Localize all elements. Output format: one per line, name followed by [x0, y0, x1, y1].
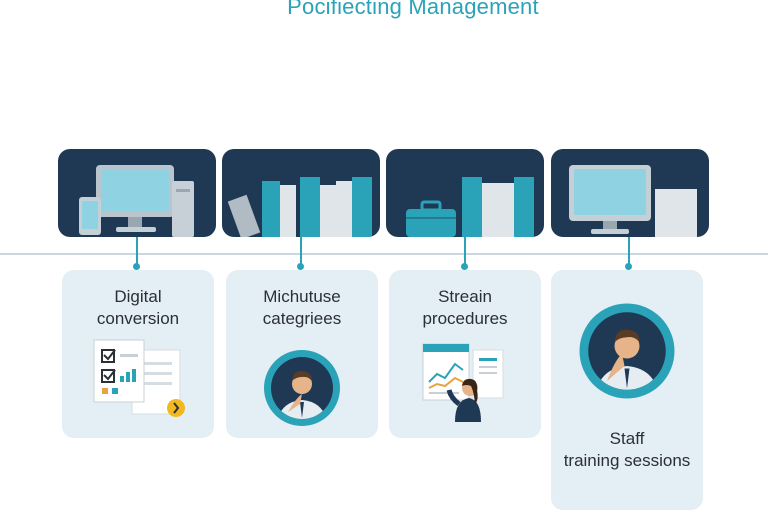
step-card-3: Streain procedures [389, 270, 541, 438]
step-label: Michutuse categriees [262, 287, 342, 328]
panel-streain-procedures [386, 149, 544, 237]
panel-michutuse-categriees [222, 149, 380, 237]
person-avatar-icon [579, 303, 675, 399]
monitor-and-binders-icon [569, 165, 697, 237]
connector-dot-1 [133, 263, 140, 270]
connector-2 [300, 237, 302, 267]
page-title: Pocifiecting Management [287, 0, 539, 19]
panel-staff-training-sessions [551, 149, 709, 237]
step-card-1: Digital conversion [62, 270, 214, 438]
briefcase-and-binders-icon [406, 177, 534, 237]
step-label: Streain procedures [422, 287, 508, 328]
step-card-4: Staff training sessions [551, 270, 703, 510]
connector-dot-3 [461, 263, 468, 270]
computer-and-tablet-icon [79, 165, 194, 237]
timeline-line [0, 253, 768, 255]
connector-dot-4 [625, 263, 632, 270]
connector-4 [628, 237, 630, 267]
step-label: Digital conversion [96, 287, 180, 328]
step-card-2: Michutuse categriees [226, 270, 378, 438]
binders-icon [227, 177, 372, 237]
panel-digital-conversion [58, 149, 216, 237]
connector-1 [136, 237, 138, 267]
step-label: Staff training sessions [563, 429, 691, 470]
person-presenting-chart-icon [422, 343, 504, 422]
person-avatar-icon [264, 350, 340, 426]
connector-3 [464, 237, 466, 267]
connector-dot-2 [297, 263, 304, 270]
checklist-documents-icon [93, 339, 185, 417]
